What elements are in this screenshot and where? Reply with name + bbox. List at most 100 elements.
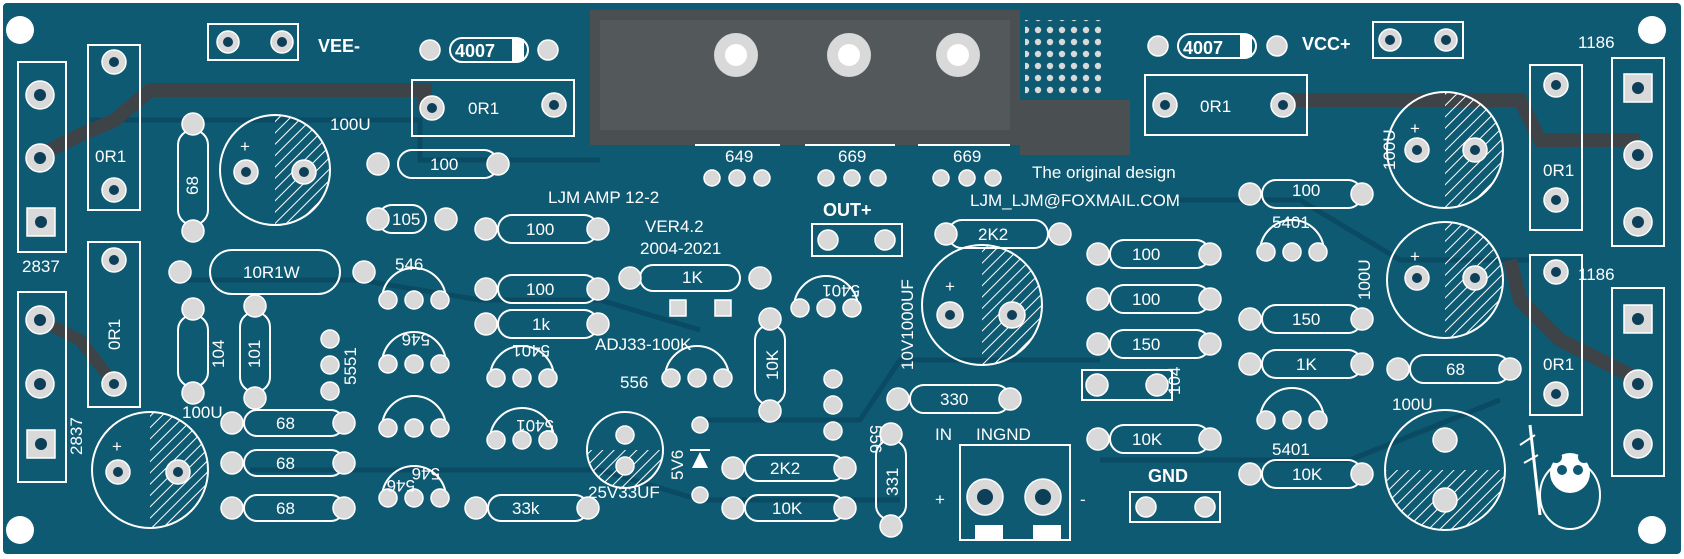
- cap-100u-right-top: +: [1386, 91, 1504, 209]
- svg-text:+: +: [945, 277, 955, 296]
- transistor-5401-e: [1256, 387, 1328, 430]
- resistor-100-mid: [474, 214, 610, 244]
- cap-100u-right-bottom: [1384, 409, 1506, 531]
- label-zener: 5V6: [668, 450, 687, 480]
- resistor-100-r1: [1086, 239, 1222, 269]
- label-r330: 330: [940, 390, 968, 409]
- label-r68-c: 68: [276, 499, 295, 518]
- label-q5401c: 5401: [822, 281, 860, 300]
- resistor-100-r3: [1238, 179, 1374, 209]
- transistor-546-d: [378, 465, 450, 508]
- label-r100-b: 100: [526, 280, 554, 299]
- label-cap-main: 10V1000UF: [898, 279, 917, 370]
- label-diode-left: 4007: [455, 41, 495, 61]
- resistor-0r1-top-left: [411, 79, 575, 137]
- label-conn-left-top: 2837: [22, 257, 60, 276]
- label-q5401a: 5401: [512, 341, 550, 360]
- label-q5401e: 5401: [1272, 440, 1310, 459]
- label-conn-right-top: 1186: [1578, 33, 1615, 52]
- label-r68-a: 68: [276, 414, 295, 433]
- label-conn-left-bottom: 2837: [67, 417, 86, 455]
- transistor-556-a: [661, 345, 733, 388]
- cap-100u-top-left: +: [219, 114, 331, 226]
- resistor-68-right: [1386, 354, 1522, 384]
- resistor-0r1-right-top: [1529, 64, 1583, 231]
- transistor-546-a: [378, 267, 450, 310]
- label-r0r1-left-bottom: 0R1: [105, 319, 124, 350]
- label-out-plus: OUT+: [823, 200, 872, 220]
- zener-5v6: [690, 416, 710, 504]
- resistor-0r1-right-bottom: [1529, 254, 1583, 416]
- label-r150-r2: 150: [1292, 310, 1320, 329]
- input-terminal-block: [959, 444, 1071, 541]
- label-c331: 331: [883, 468, 902, 496]
- resistor-68-left: [177, 112, 209, 243]
- label-cap-bottom-left: 100U: [182, 403, 223, 422]
- label-email: LJM_LJM@FOXMAIL.COM: [970, 191, 1180, 210]
- label-r0r1-right-top: 0R1: [1543, 161, 1574, 180]
- to92-transistors: [320, 219, 1328, 508]
- resistor-68-c: [220, 494, 356, 522]
- label-q5401d: 5401: [1272, 213, 1310, 232]
- resistor-1k-small: [474, 309, 610, 339]
- resistor-100-b: [474, 274, 610, 304]
- label-r2k2-bottom: 2K2: [770, 459, 800, 478]
- svg-text:+: +: [240, 137, 250, 156]
- label-t669b: 669: [953, 147, 981, 166]
- svg-text:+: +: [112, 437, 122, 456]
- resistor-0r1-top-right: [1144, 74, 1308, 136]
- resistor-1k-right: [1238, 349, 1374, 379]
- resistor-100-r2: [1086, 284, 1222, 314]
- label-r68-b: 68: [276, 454, 295, 473]
- header-vee: [207, 23, 299, 61]
- header-out-plus: [811, 223, 903, 257]
- label-q546b: 546: [402, 330, 430, 349]
- resistor-330: [886, 384, 1022, 414]
- header-gnd: [1129, 491, 1221, 523]
- label-r1k-trim: 1K: [682, 268, 703, 287]
- label-cap-right-middle: 100U: [1355, 259, 1374, 300]
- resistor-0r1-left-bottom: [87, 241, 141, 408]
- cap-25v33uf: [586, 411, 664, 489]
- diode-4007-right: [1147, 33, 1288, 59]
- header-vcc: [1372, 21, 1464, 59]
- capacitor-101: [239, 294, 271, 410]
- transistor-546-b: [378, 331, 450, 374]
- label-cap-right-top: 100U: [1380, 129, 1399, 170]
- label-r0r1-top-left: 0R1: [468, 99, 499, 118]
- label-q546a: 546: [395, 255, 423, 274]
- label-q556a: 556: [620, 373, 648, 392]
- label-r100-r2: 100: [1132, 290, 1160, 309]
- connector-1186-top: [1611, 57, 1665, 247]
- transistor-546-c: [378, 395, 450, 438]
- label-q5551: 5551: [341, 347, 360, 385]
- capacitor-104-left: [177, 297, 209, 405]
- label-trimmer: ADJ33-100K: [595, 335, 692, 354]
- transistor-5401-c: [790, 275, 862, 318]
- heatsink-area: [590, 10, 1130, 155]
- label-r100-mid: 100: [526, 220, 554, 239]
- resistor-100-top: [366, 149, 510, 179]
- label-t669a: 669: [838, 147, 866, 166]
- label-q5401b: 5401: [516, 416, 554, 435]
- resistor-68-a: [220, 409, 356, 437]
- resistor-2k2-bottom: [721, 454, 857, 482]
- resistor-10k-vertical: [754, 307, 786, 423]
- trimmer-adj33: [669, 299, 732, 317]
- label-minus: -: [1080, 490, 1086, 509]
- resistor-150-r1: [1086, 329, 1222, 359]
- label-r100-top: 100: [430, 155, 458, 174]
- label-cap-right-bottom: 100U: [1392, 395, 1433, 414]
- copper-traces: [90, 117, 1530, 503]
- connector-2837-top: [17, 61, 67, 253]
- label-in: IN: [935, 425, 952, 444]
- label-design-note: The original design: [1032, 163, 1176, 182]
- label-vcc: VCC+: [1302, 34, 1351, 54]
- resistor-1k-trim: [618, 264, 772, 292]
- cap-100u-bottom-left: +: [91, 411, 209, 529]
- label-cap-small: 25V33UF: [588, 483, 660, 502]
- label-vee: VEE-: [318, 36, 360, 56]
- axial-resistors: [168, 112, 1522, 538]
